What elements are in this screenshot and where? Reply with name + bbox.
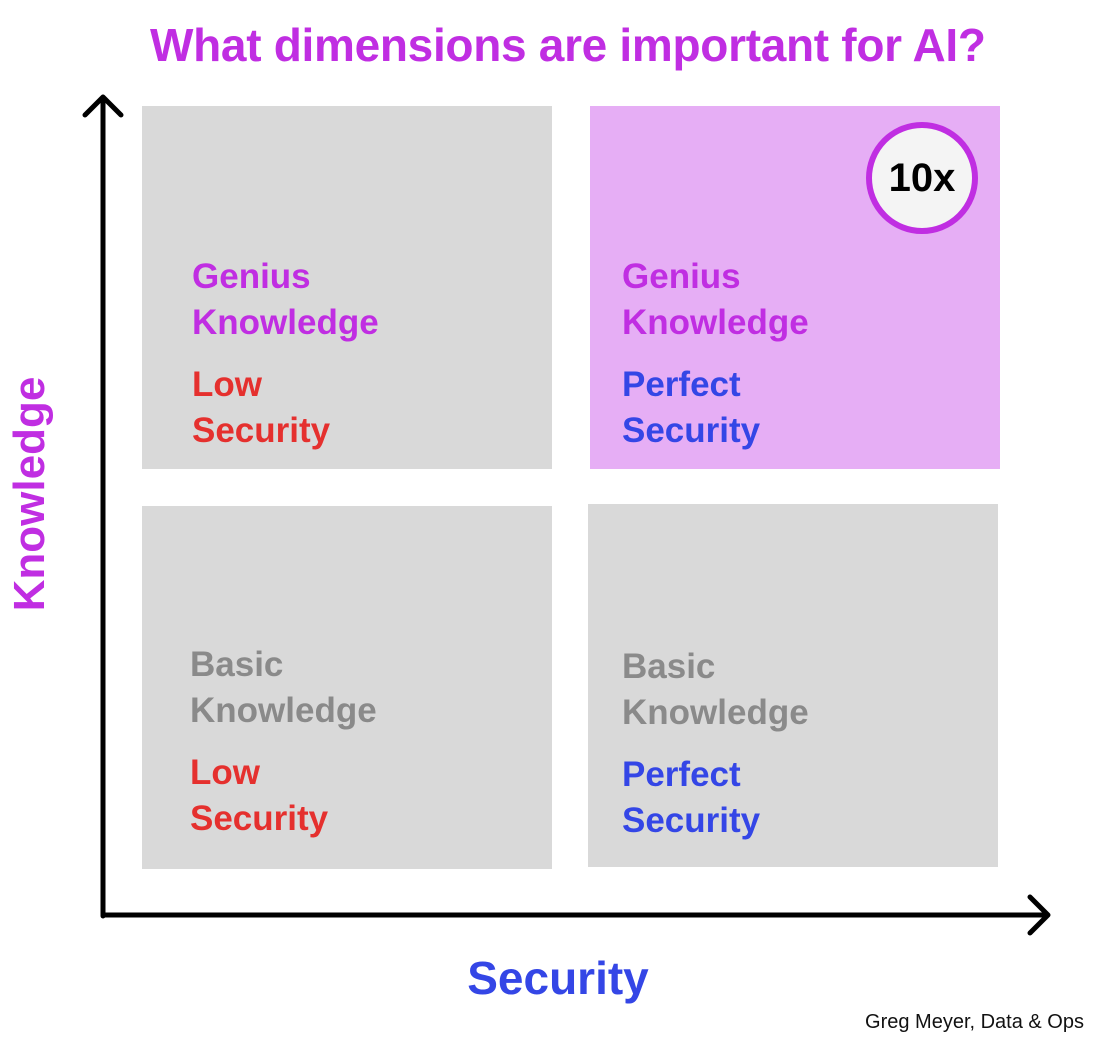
security-level: Perfect bbox=[622, 755, 741, 794]
y-axis-label: Knowledge bbox=[5, 376, 54, 612]
quadrant-label: Basic Knowledge Perfect Security bbox=[622, 644, 809, 844]
knowledge-level: Genius bbox=[622, 257, 741, 296]
x-axis-label: Security bbox=[467, 952, 649, 1004]
y-axis-arrowhead-icon bbox=[82, 94, 124, 118]
security-level: Low bbox=[190, 753, 260, 792]
knowledge-level: Basic bbox=[190, 645, 284, 684]
multiplier-badge: 10x bbox=[866, 122, 978, 234]
security-word: Security bbox=[622, 801, 761, 840]
knowledge-word: Knowledge bbox=[622, 303, 809, 342]
quadrant-label: Basic Knowledge Low Security bbox=[190, 642, 377, 842]
security-word: Security bbox=[192, 411, 331, 450]
quadrant-label: Genius Knowledge Perfect Security bbox=[622, 254, 809, 454]
knowledge-word: Knowledge bbox=[622, 693, 809, 732]
knowledge-word: Knowledge bbox=[192, 303, 379, 342]
x-axis-arrowhead-icon bbox=[1027, 894, 1051, 936]
diagram-title: What dimensions are important for AI? bbox=[150, 19, 986, 71]
security-level: Perfect bbox=[622, 365, 741, 404]
security-level: Low bbox=[192, 365, 262, 404]
quadrant-top-right: 10x Genius Knowledge Perfect Security bbox=[590, 106, 1000, 469]
security-word: Security bbox=[622, 411, 761, 450]
security-word: Security bbox=[190, 799, 329, 838]
quadrant-label: Genius Knowledge Low Security bbox=[192, 254, 379, 454]
knowledge-level: Genius bbox=[192, 257, 311, 296]
knowledge-level: Basic bbox=[622, 647, 716, 686]
quadrant-bottom-right: Basic Knowledge Perfect Security bbox=[588, 504, 998, 867]
quadrant-top-left: Genius Knowledge Low Security bbox=[142, 106, 552, 469]
knowledge-word: Knowledge bbox=[190, 691, 377, 730]
author-credit: Greg Meyer, Data & Ops bbox=[865, 1011, 1084, 1033]
quadrant-bottom-left: Basic Knowledge Low Security bbox=[142, 506, 552, 869]
